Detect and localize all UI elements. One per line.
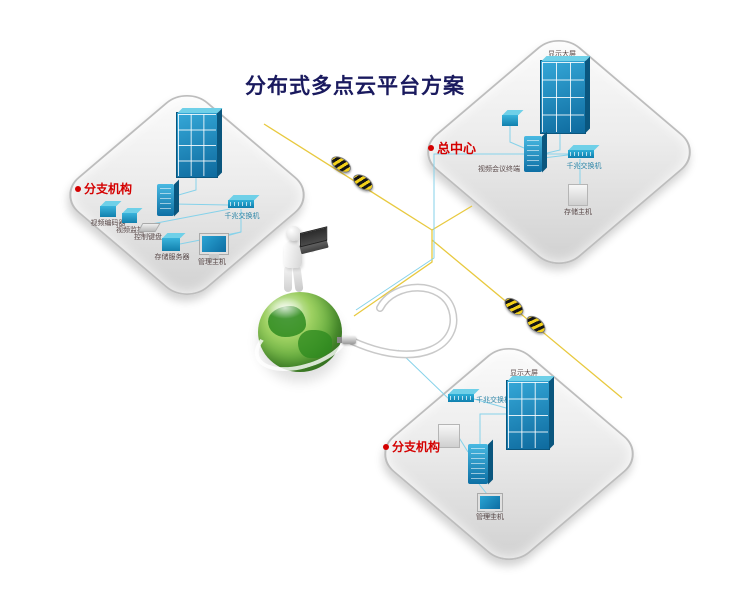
laptop-screen (300, 226, 328, 248)
display-wall (506, 376, 555, 450)
device-label: 存储服务器 (154, 253, 190, 261)
usb-plug-tip (337, 337, 342, 343)
figure-head (286, 226, 301, 241)
red-dot-icon (383, 443, 389, 450)
management-host-monitor (199, 233, 229, 260)
device-label: 显示大屏 (510, 369, 538, 377)
storage-box (438, 424, 460, 448)
panel-label-headquarters: 总中心 (428, 138, 476, 157)
device-label: 视频监控 (116, 226, 144, 234)
monitor-base (206, 258, 222, 260)
box-top-face (568, 145, 600, 150)
box-top-face (541, 56, 591, 61)
device-label: 千兆交换机 (224, 212, 260, 220)
device-label: 管理主机 (476, 513, 504, 521)
globe-gloss (266, 296, 305, 320)
box-side-face (174, 179, 179, 217)
box-side-face (549, 376, 554, 450)
device-label: 千兆交换机 (566, 162, 602, 170)
device-label: 控制键盘 (134, 233, 162, 241)
codec-box (502, 110, 524, 126)
storage-host-box (568, 184, 588, 206)
device-label: 视频会议终端 (478, 165, 520, 173)
monitor-stand (209, 254, 219, 258)
continent-shape (298, 330, 332, 358)
earth-globe (247, 292, 358, 382)
diagram-title: 分布式多点云平台方案 (245, 74, 465, 98)
device-label: 管理主机 (198, 258, 226, 266)
monitor-stand (485, 511, 495, 515)
storage-box (162, 233, 186, 251)
usb-plug-icon (337, 336, 356, 344)
screen-grid (508, 382, 548, 448)
device-label: 存储主机 (564, 208, 592, 216)
server-slits (160, 188, 171, 212)
box-top-face (448, 389, 480, 394)
network-switch (568, 145, 600, 158)
video-encoder-box (100, 201, 122, 217)
panel-label-text: 分支机构 (392, 440, 441, 454)
panel-label-text: 总中心 (437, 142, 477, 157)
network-switch (448, 389, 480, 402)
server-tower (524, 131, 547, 173)
figure-with-laptop (272, 226, 332, 306)
box-side-face (585, 56, 590, 134)
box-side-face (488, 439, 493, 485)
panel-label-text: 分支机构 (84, 182, 133, 196)
display-wall (540, 56, 591, 134)
device-label: 千兆交换机 (476, 396, 511, 404)
box-side-face (217, 108, 222, 178)
device-label: 视频编码器 (90, 219, 126, 227)
server-slits (527, 140, 539, 168)
switch-leds (450, 396, 472, 400)
display-wall (176, 108, 223, 178)
server-tower (157, 179, 179, 217)
device-label: 显示大屏 (548, 50, 576, 58)
red-dot-icon (75, 185, 81, 192)
figure-leg (284, 266, 292, 292)
box-top-face (177, 108, 223, 113)
video-monitor-box (122, 208, 143, 223)
screen-grid (178, 114, 216, 176)
management-host-monitor (477, 493, 503, 517)
screen-grid (542, 62, 584, 132)
switch-leds (570, 152, 592, 156)
figure-leg (292, 265, 304, 293)
switch-leds (230, 202, 252, 206)
monitor-base (482, 515, 498, 517)
panel-label-branch-bottom: 分支机构 (383, 438, 440, 455)
box-side-face (542, 131, 547, 173)
fiber-link-icon (350, 171, 376, 194)
server-tower (468, 439, 493, 485)
box-top-face (228, 195, 260, 200)
red-dot-icon (428, 144, 434, 151)
fiber-link-icon (328, 153, 354, 176)
fiber-link-icon (501, 294, 527, 319)
panel-label-branch-top-left: 分支机构 (75, 180, 132, 197)
server-slits (471, 448, 485, 480)
box-top-face (507, 376, 555, 381)
network-switch (228, 195, 260, 208)
fiber-link-icon (523, 312, 549, 337)
